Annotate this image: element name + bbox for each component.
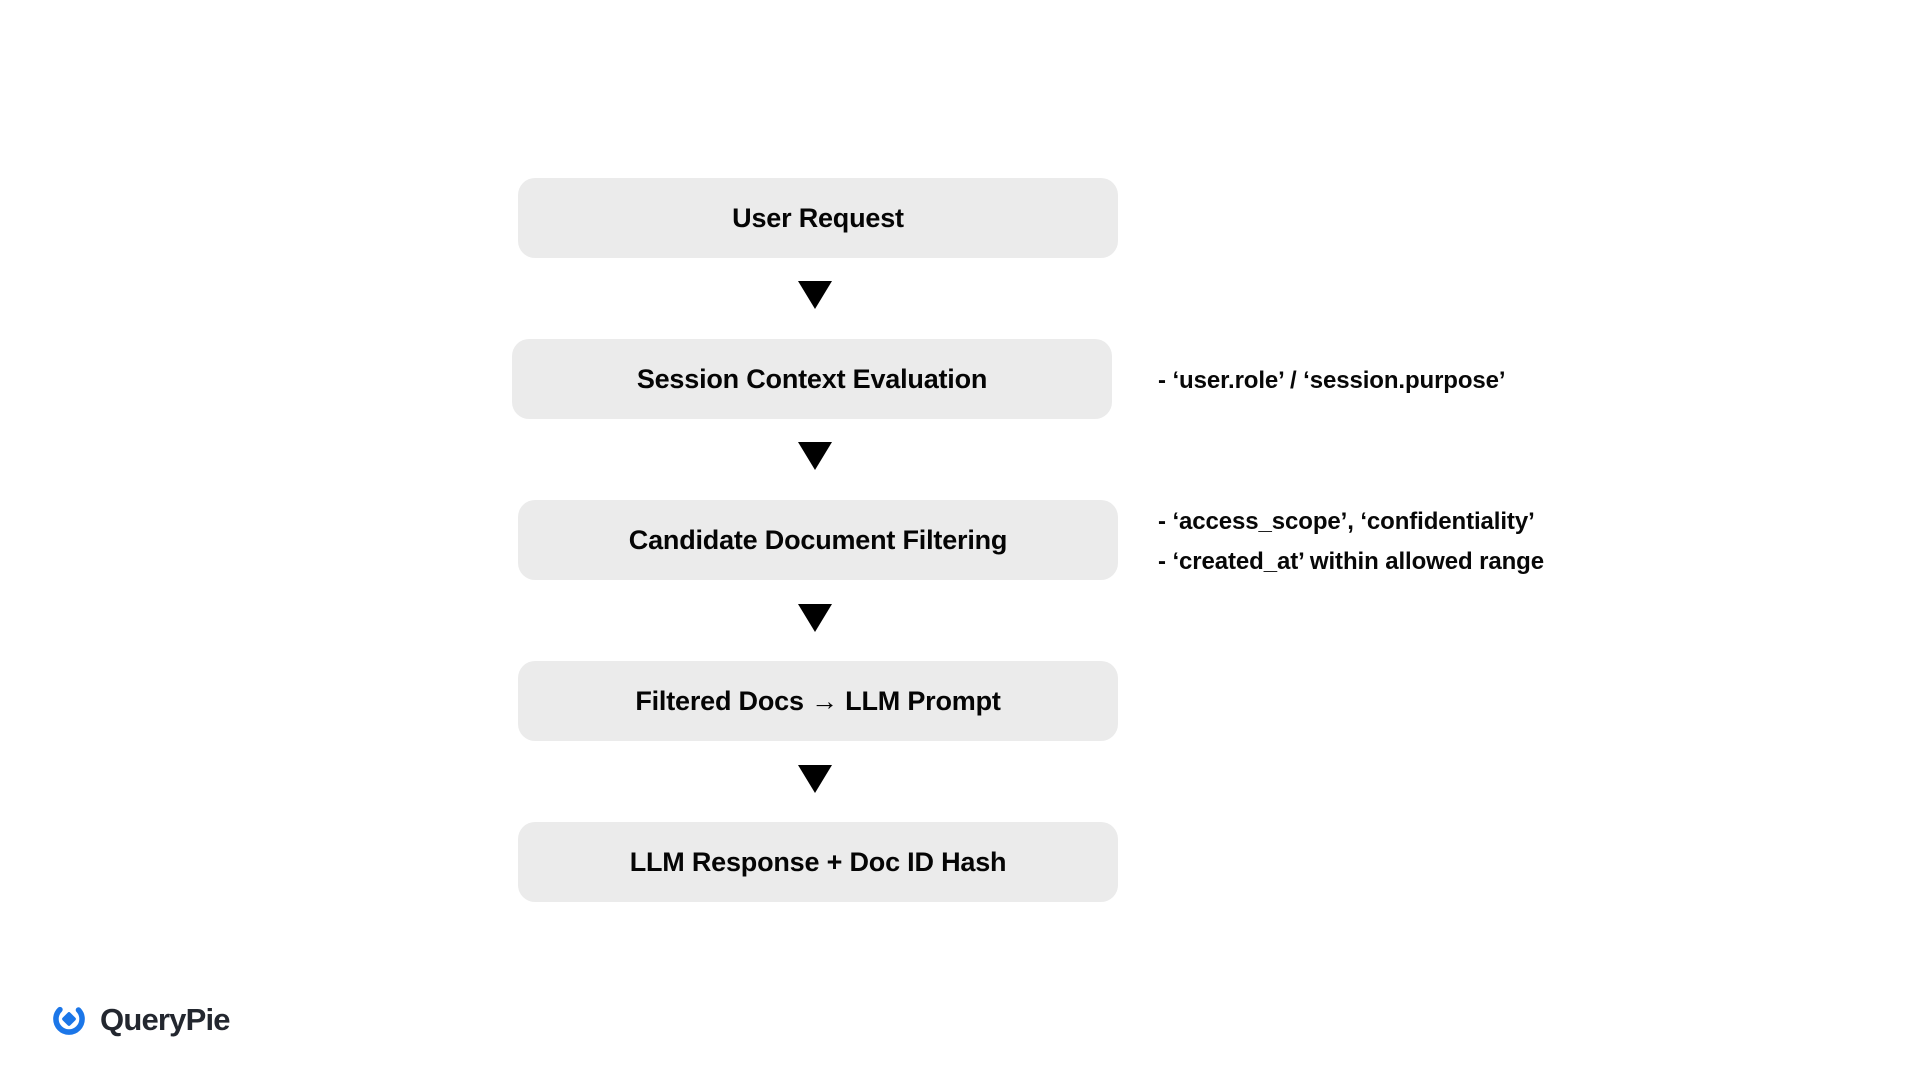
flow-node-label: Session Context Evaluation — [636, 363, 988, 394]
annotation-line: - ‘access_scope’, ‘confidentiality’ — [1158, 508, 1535, 535]
flow-node-session-context-evaluation: Session Context Evaluation — [512, 339, 1112, 419]
querypie-logo-icon — [53, 1003, 85, 1035]
brand-logo: QueryPie — [50, 1000, 231, 1038]
annotation-line: - ‘created_at’ within allowed range — [1158, 548, 1544, 575]
flow-node-label: User Request — [732, 202, 904, 233]
brand-wordmark: QueryPie — [100, 1001, 231, 1037]
annotation-candidate-filtering: - ‘access_scope’, ‘confidentiality’ - ‘c… — [1158, 502, 1544, 582]
flow-node-filtered-docs-llm-prompt: Filtered Docs → LLM Prompt — [518, 661, 1118, 741]
triangle-down-icon — [798, 604, 832, 632]
flow-node-label: Candidate Document Filtering — [628, 524, 1008, 555]
flow-node-label: Filtered Docs → LLM Prompt — [635, 685, 1001, 716]
triangle-down-icon — [798, 442, 832, 470]
triangle-down-icon — [798, 765, 832, 793]
flow-node-user-request: User Request — [518, 178, 1118, 258]
flow-node-candidate-document-filtering: Candidate Document Filtering — [518, 500, 1118, 580]
flow-node-llm-response-doc-id-hash: LLM Response + Doc ID Hash — [518, 822, 1118, 902]
triangle-down-icon — [798, 281, 832, 309]
flow-node-label: LLM Response + Doc ID Hash — [629, 846, 1007, 877]
annotation-line: - ‘user.role’ / ‘session.purpose’ — [1158, 367, 1506, 394]
annotation-session-context: - ‘user.role’ / ‘session.purpose’ — [1158, 361, 1506, 401]
